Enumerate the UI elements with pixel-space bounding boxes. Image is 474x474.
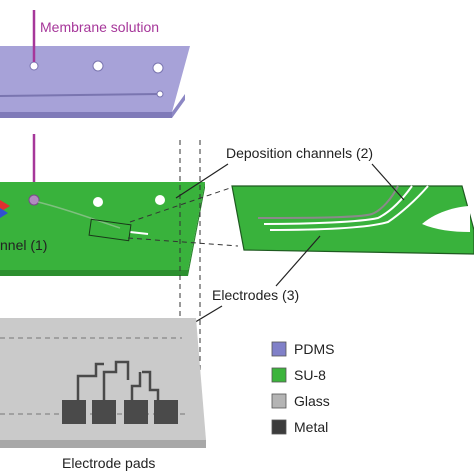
electrode-pads-label: Electrode pads (62, 455, 155, 471)
legend-label-glass: Glass (294, 393, 330, 409)
membrane-solution-label: Membrane solution (40, 19, 159, 35)
channel-red-marker (0, 200, 10, 212)
electrode-pad-1 (62, 400, 86, 424)
electrode-pads (62, 400, 178, 424)
legend-item-su8: SU-8 (271, 367, 326, 383)
channel-label: nnel (1) (0, 237, 47, 253)
zoom-guide-upper (129, 185, 237, 223)
su8-hole-2 (155, 195, 165, 205)
deposition-pointer-right (371, 163, 405, 201)
legend-label-metal: Metal (294, 419, 328, 435)
pdms-layer-top (0, 46, 190, 112)
deposition-channels-label: Deposition channels (2) (226, 145, 373, 161)
pdms-layer (0, 46, 190, 118)
glass-layer-front (0, 440, 206, 448)
electrode-pad-3 (124, 400, 148, 424)
legend-swatch-pdms (271, 341, 287, 357)
electrode-pad-4 (154, 400, 178, 424)
su8-channel-white (129, 231, 149, 235)
zoom-inset (231, 185, 474, 255)
zoom-guides (127, 140, 239, 440)
pdms-channel (0, 93, 161, 97)
legend-item-metal: Metal (271, 419, 328, 435)
su8-channel-line (37, 201, 121, 229)
inset-channel-gray (257, 185, 399, 219)
legend-swatch-glass (271, 393, 287, 409)
legend-label-pdms: PDMS (294, 341, 334, 357)
inset-electrode-lens (422, 206, 470, 232)
metal-electrodes (76, 360, 160, 400)
su8-layer-top (0, 182, 205, 270)
electrode-trace-3 (130, 372, 142, 400)
legend-label-su8: SU-8 (294, 367, 326, 383)
su8-layer-front (0, 270, 188, 276)
inset-channel-white-2 (269, 185, 429, 231)
electrodes-pointer-inset (275, 235, 321, 287)
electrode-trace-1 (76, 362, 104, 400)
legend-item-glass: Glass (271, 393, 330, 409)
pdms-outlet-hole-2 (152, 62, 164, 74)
zoom-guide-lower (127, 237, 239, 247)
deposition-pointer-left (175, 163, 229, 199)
legend-swatch-metal (271, 419, 287, 435)
legend-item-pdms: PDMS (271, 341, 334, 357)
electrode-pad-2 (92, 400, 116, 424)
zoom-inset-panel (231, 185, 474, 255)
electrode-trace-4 (142, 370, 160, 400)
zoom-region-box (88, 218, 132, 242)
electrodes-label: Electrodes (3) (212, 287, 299, 303)
su8-hole-1 (93, 197, 103, 207)
electrode-trace-2 (102, 360, 130, 400)
pdms-outlet-hole-1 (92, 60, 104, 72)
su8-layer (0, 182, 205, 276)
inset-channel-white-1 (263, 185, 413, 225)
channel-blue-marker (0, 208, 8, 218)
pdms-hole-small (156, 90, 164, 98)
su8-layer-right-side (188, 182, 205, 276)
pdms-layer-side-front (0, 112, 172, 118)
legend: PDMS SU-8 Glass Metal (271, 341, 334, 435)
pdms-inlet-hole (29, 61, 39, 71)
legend-swatch-su8 (271, 367, 287, 383)
su8-inlet-hole (28, 194, 40, 206)
